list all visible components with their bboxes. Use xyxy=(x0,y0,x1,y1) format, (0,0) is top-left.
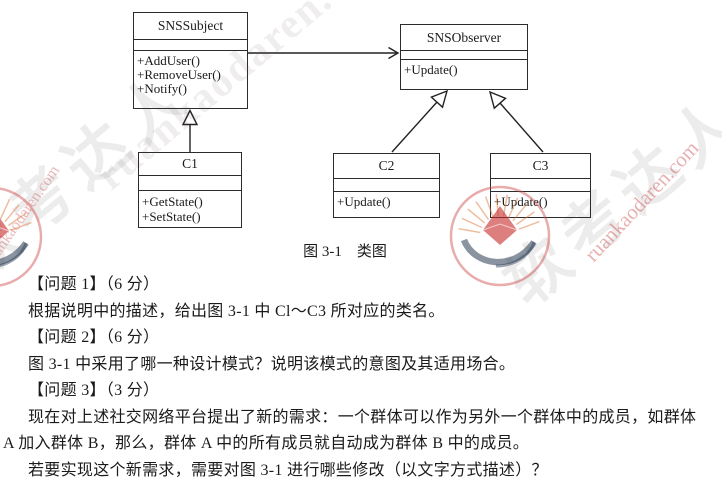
method-label: +AddUser() xyxy=(137,53,200,68)
class-name: C1 xyxy=(139,153,241,176)
class-box-c3: C3 +Update() xyxy=(490,153,591,218)
method-label: +Update() xyxy=(337,194,391,209)
generalization-arrow-c1 xyxy=(181,108,199,152)
class-name: SNSObserver xyxy=(401,25,527,51)
class-methods: +AddUser() +RemoveUser() +Notify() xyxy=(134,51,247,96)
question-2-body: 图 3-1 中采用了哪一种设计模式？说明该模式的意图及其适用场合。 xyxy=(28,355,516,373)
class-name: SNSSubject xyxy=(134,13,247,40)
class-methods: +Update() xyxy=(334,192,439,209)
question-1-body: 根据说明中的描述，给出图 3-1 中 Cl～C3 所对应的类名。 xyxy=(28,302,445,320)
method-label: +SetState() xyxy=(142,209,201,224)
class-box-snsobserver: SNSObserver +Update() xyxy=(400,24,528,90)
class-attributes-empty xyxy=(134,40,247,51)
class-box-c1: C1 +GetState() +SetState() xyxy=(138,152,242,228)
question-3-body-line-2: A 加入群体 B，那么，群体 A 中的所有成员就自动成为群体 B 中的成员。 xyxy=(3,435,530,452)
generalization-arrow-c3 xyxy=(488,90,544,153)
class-methods: +GetState() +SetState() xyxy=(139,191,241,224)
association-arrow xyxy=(248,46,400,60)
class-name: C2 xyxy=(334,154,439,179)
class-attributes-empty xyxy=(491,179,590,192)
question-3-body-line-3: 若要实现这个新需求，需要对图 3-1 进行哪些修改（以文字方式描述）？ xyxy=(28,461,548,479)
question-1-heading: 【问题 1】（6 分） xyxy=(28,276,160,293)
class-box-snssubject: SNSSubject +AddUser() +RemoveUser() +Not… xyxy=(133,12,248,109)
method-label: +Update() xyxy=(494,194,548,209)
class-attributes-empty xyxy=(334,179,439,192)
figure-caption: 图 3-1 类图 xyxy=(303,244,387,260)
method-label: +Notify() xyxy=(137,81,187,96)
question-3-heading: 【问题 3】（3 分） xyxy=(28,382,160,399)
class-attributes-empty xyxy=(139,176,241,191)
class-box-c2: C2 +Update() xyxy=(333,153,440,218)
class-attributes-empty xyxy=(401,51,527,60)
class-methods: +Update() xyxy=(401,60,527,77)
class-name: C3 xyxy=(491,154,590,179)
method-label: +GetState() xyxy=(142,194,203,209)
method-label: +Update() xyxy=(404,62,458,77)
generalization-arrow-c2 xyxy=(391,89,449,153)
method-label: +RemoveUser() xyxy=(137,67,221,82)
class-methods: +Update() xyxy=(491,192,590,209)
question-2-heading: 【问题 2】（6 分） xyxy=(28,329,160,346)
questions-block: 【问题 1】（6 分） 根据说明中的描述，给出图 3-1 中 Cl～C3 所对应… xyxy=(0,272,722,484)
question-3-body-line-1: 现在对上述社交网络平台提出了新的需求：一个群体可以作为另外一个群体中的成员，如群… xyxy=(28,408,697,426)
